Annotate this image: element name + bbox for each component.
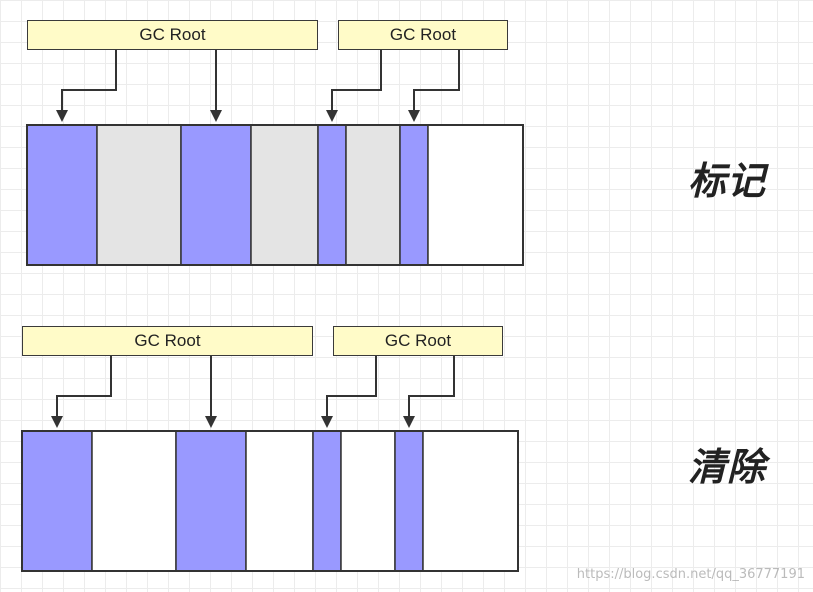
reference-arrow-line-sweep-3 bbox=[326, 356, 377, 418]
memory-block-mark-2-unreachable bbox=[96, 124, 182, 266]
reference-arrowhead-mark-1 bbox=[56, 110, 68, 122]
reference-arrow-line-mark-1 bbox=[61, 50, 117, 112]
memory-block-sweep-5-reachable bbox=[312, 430, 342, 572]
memory-block-sweep-6-free bbox=[340, 430, 396, 572]
reference-arrowhead-mark-2 bbox=[210, 110, 222, 122]
reference-arrowhead-sweep-1 bbox=[51, 416, 63, 428]
phase-label-sweep: 清除 bbox=[688, 445, 767, 489]
memory-block-mark-7-reachable bbox=[399, 124, 429, 266]
phase-label-mark: 标记 bbox=[688, 159, 767, 203]
memory-block-sweep-7-reachable bbox=[394, 430, 424, 572]
heap-outline-sweep bbox=[21, 430, 519, 572]
gc-root-box-sweep-2: GC Root bbox=[333, 326, 503, 356]
reference-arrow-line-mark-3 bbox=[331, 50, 382, 112]
reference-arrow-line-sweep-1 bbox=[56, 356, 112, 418]
memory-block-mark-8-free bbox=[427, 124, 524, 266]
reference-arrow-line-sweep-4 bbox=[408, 356, 455, 418]
gc-root-box-mark-1: GC Root bbox=[27, 20, 318, 50]
reference-arrowhead-mark-3 bbox=[326, 110, 338, 122]
gc-root-box-mark-2: GC Root bbox=[338, 20, 508, 50]
memory-block-sweep-3-reachable bbox=[175, 430, 247, 572]
memory-block-sweep-2-free bbox=[91, 430, 177, 572]
memory-block-mark-4-unreachable bbox=[250, 124, 319, 266]
reference-arrowhead-mark-4 bbox=[408, 110, 420, 122]
reference-arrowhead-sweep-4 bbox=[403, 416, 415, 428]
memory-block-sweep-1-reachable bbox=[21, 430, 93, 572]
reference-arrow-line-mark-4 bbox=[413, 50, 460, 112]
gc-root-box-sweep-1: GC Root bbox=[22, 326, 313, 356]
memory-block-sweep-4-free bbox=[245, 430, 314, 572]
memory-block-sweep-8-free bbox=[422, 430, 519, 572]
memory-block-mark-3-reachable bbox=[180, 124, 252, 266]
memory-block-mark-6-unreachable bbox=[345, 124, 401, 266]
reference-arrowhead-sweep-3 bbox=[321, 416, 333, 428]
memory-block-mark-5-reachable bbox=[317, 124, 347, 266]
memory-block-mark-1-reachable bbox=[26, 124, 98, 266]
watermark: https://blog.csdn.net/qq_36777191 bbox=[576, 567, 805, 582]
heap-outline-mark bbox=[26, 124, 524, 266]
reference-arrowhead-sweep-2 bbox=[205, 416, 217, 428]
